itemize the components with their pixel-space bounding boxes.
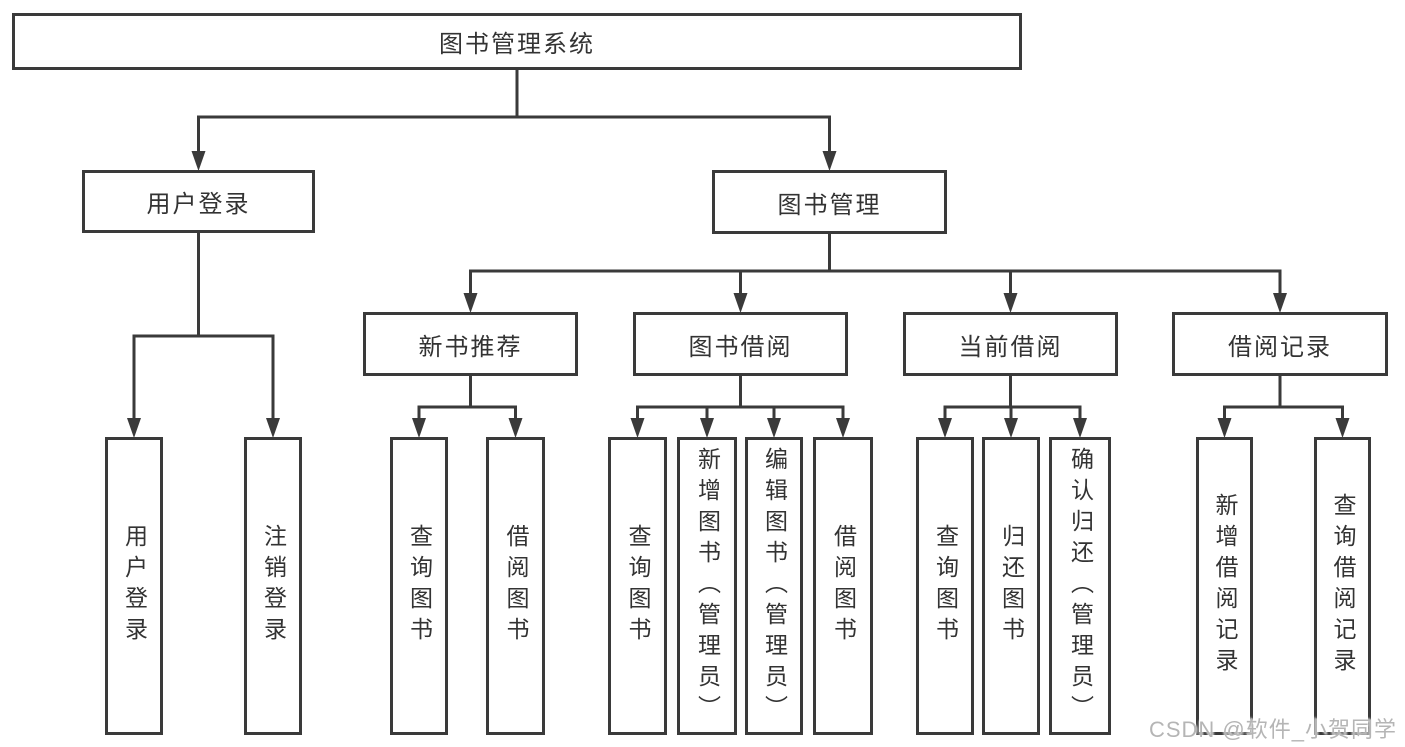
node-label-leaf-bb-add: 新增图书（管理员） xyxy=(694,446,721,726)
node-label-user-login: 用户登录 xyxy=(146,191,251,218)
watermark: CSDN @软件_小贺同学 xyxy=(1148,717,1397,742)
node-leaf-bb-add: 新增图书（管理员） xyxy=(677,437,737,735)
node-current-borrow: 当前借阅 xyxy=(903,312,1118,376)
node-label-leaf-logout: 注销登录 xyxy=(260,524,287,648)
node-label-book-borrow: 图书借阅 xyxy=(688,333,793,361)
node-label-leaf-cb-return: 归还图书 xyxy=(998,524,1025,648)
node-leaf-br-add: 新增借阅记录 xyxy=(1196,437,1253,735)
node-label-new-book-rec: 新书推荐 xyxy=(418,333,523,361)
node-label-book-mgmt: 图书管理 xyxy=(777,191,882,219)
node-book-mgmt: 图书管理 xyxy=(712,170,947,234)
node-label-leaf-bb-query: 查询图书 xyxy=(625,524,651,648)
node-borrow-records: 借阅记录 xyxy=(1172,312,1388,376)
node-label-root: 图书管理系统 xyxy=(439,31,595,58)
node-leaf-br-query: 查询借阅记录 xyxy=(1314,437,1371,735)
node-user-login: 用户登录 xyxy=(82,170,315,233)
node-leaf-bb-query: 查询图书 xyxy=(608,437,667,735)
node-label-borrow-records: 借阅记录 xyxy=(1228,333,1332,361)
node-label-leaf-cb-query: 查询图书 xyxy=(932,524,959,648)
node-leaf-cb-query: 查询图书 xyxy=(916,437,974,735)
node-leaf-bb-edit: 编辑图书（管理员） xyxy=(745,437,803,735)
node-label-leaf-nb-query: 查询图书 xyxy=(406,524,433,648)
node-leaf-nb-borrow: 借阅图书 xyxy=(486,437,545,735)
node-root: 图书管理系统 xyxy=(12,13,1022,70)
node-leaf-bb-borrow: 借阅图书 xyxy=(813,437,873,735)
node-label-leaf-cb-confirm: 确认归还（管理员） xyxy=(1067,446,1094,726)
node-leaf-nb-query: 查询图书 xyxy=(390,437,448,735)
node-label-current-borrow: 当前借阅 xyxy=(958,333,1063,361)
node-leaf-logout: 注销登录 xyxy=(244,437,302,735)
node-new-book-rec: 新书推荐 xyxy=(363,312,578,376)
node-book-borrow: 图书借阅 xyxy=(633,312,848,376)
node-label-leaf-bb-edit: 编辑图书（管理员） xyxy=(761,446,788,726)
node-label-leaf-br-add: 新增借阅记录 xyxy=(1212,493,1238,679)
node-leaf-cb-return: 归还图书 xyxy=(982,437,1040,735)
node-label-leaf-nb-borrow: 借阅图书 xyxy=(503,524,529,648)
node-label-leaf-br-query: 查询借阅记录 xyxy=(1330,493,1356,679)
node-label-leaf-user-login: 用户登录 xyxy=(121,524,148,648)
node-leaf-user-login: 用户登录 xyxy=(105,437,163,735)
node-leaf-cb-confirm: 确认归还（管理员） xyxy=(1049,437,1111,735)
node-label-leaf-bb-borrow: 借阅图书 xyxy=(830,524,857,648)
